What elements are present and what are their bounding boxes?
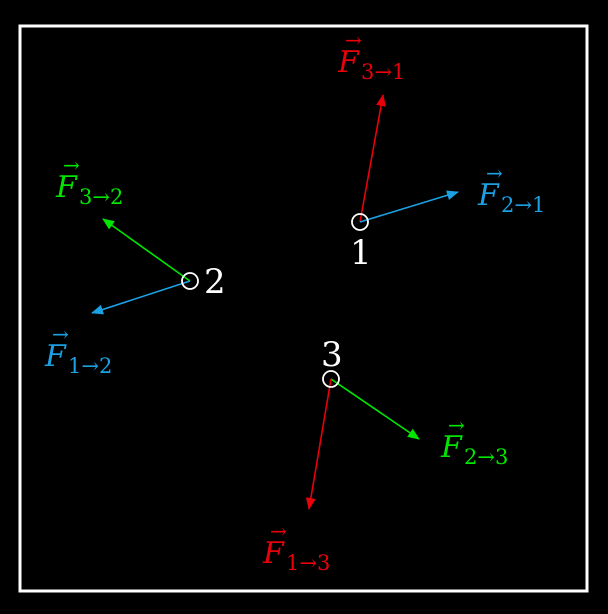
svg-text:F: F [262, 536, 285, 571]
force-label-2-to-3: → F 2→3 [440, 413, 508, 469]
svg-text:F: F [44, 339, 67, 374]
node-1-label: 1 [350, 233, 372, 273]
svg-text:→: → [52, 322, 69, 346]
force-arrow-3-to-2 [102, 218, 191, 282]
node-1-marker [351, 213, 369, 231]
svg-text:→: → [270, 519, 287, 543]
svg-text:2→1: 2→1 [501, 193, 545, 217]
force-arrow-1-to-2 [91, 280, 191, 315]
node-3-label: 3 [321, 335, 343, 375]
diagram-frame [18, 24, 589, 593]
force-label-1-to-2: → F 1→2 [44, 322, 112, 378]
node-3-marker [322, 370, 340, 388]
node-2-marker [181, 272, 199, 290]
force-arrow-2-to-3 [330, 378, 420, 440]
svg-text:F: F [440, 430, 463, 465]
force-label-2-to-1: → F 2→1 [477, 161, 545, 217]
force-arrow-1-to-3 [305, 378, 332, 510]
svg-text:→: → [345, 28, 362, 52]
node-2-label: 2 [204, 262, 226, 302]
svg-text:→: → [448, 413, 465, 437]
force-arrow-3-to-1 [359, 94, 386, 223]
force-label-3-to-1: → F 3→1 [337, 28, 405, 84]
svg-text:1→3: 1→3 [286, 551, 330, 575]
svg-text:1→2: 1→2 [68, 354, 112, 378]
force-label-1-to-3: → F 1→3 [262, 519, 330, 575]
force-label-3-to-2: → F 3→2 [55, 153, 123, 209]
svg-text:3→1: 3→1 [361, 60, 405, 84]
svg-text:2→3: 2→3 [464, 445, 508, 469]
svg-text:3→2: 3→2 [79, 185, 123, 209]
svg-text:F: F [477, 178, 500, 213]
svg-text:F: F [55, 170, 78, 205]
force-arrow-2-to-1 [359, 190, 459, 223]
svg-text:F: F [337, 45, 360, 80]
svg-text:→: → [486, 161, 503, 185]
svg-text:→: → [63, 153, 80, 177]
